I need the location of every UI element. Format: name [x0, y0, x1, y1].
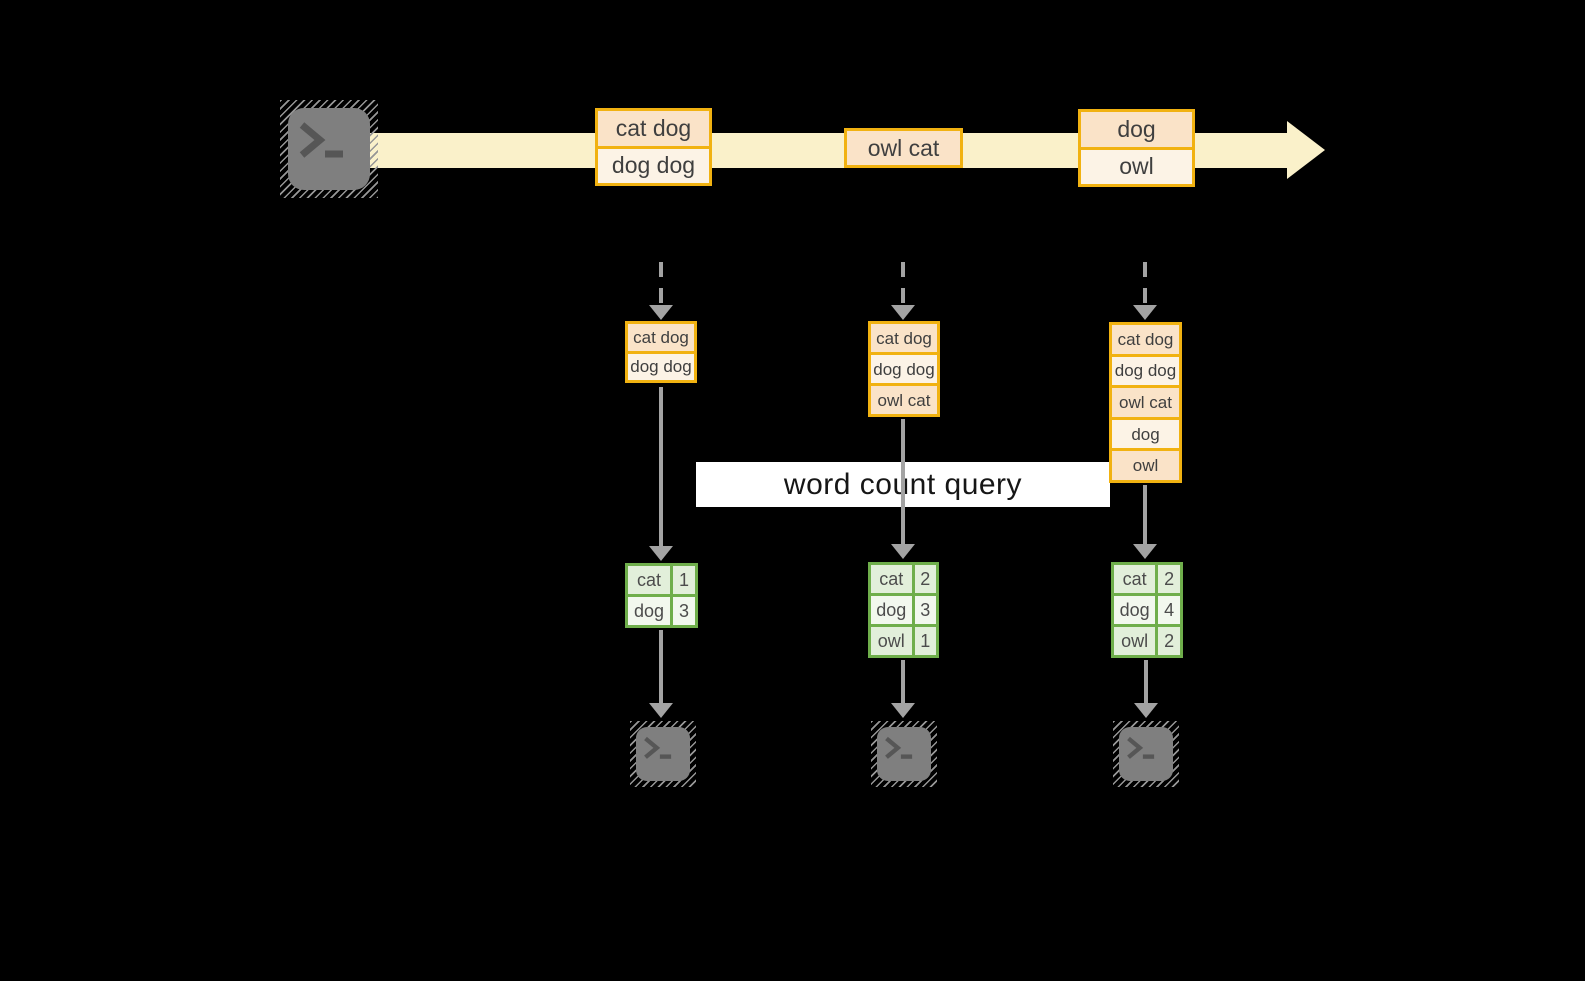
event-row: cat dog [598, 111, 709, 146]
arrowhead-icon [891, 305, 915, 320]
prompt-glyph-icon [1127, 736, 1155, 759]
state-row: dog [1112, 416, 1179, 449]
event-row: owl cat [847, 131, 960, 165]
word-cell: owl [1114, 627, 1156, 655]
terminal-body [636, 727, 690, 781]
arrowhead-icon [1133, 305, 1157, 320]
solid-arrow-table-to-sink-3 [1134, 660, 1158, 718]
sink-terminal-icon-3 [1113, 721, 1179, 787]
state-row: owl cat [871, 383, 937, 414]
sink-terminal-icon-1 [630, 721, 696, 787]
event-row: dog dog [598, 145, 709, 183]
word-cell: cat [1114, 565, 1156, 593]
count-cell: 3 [672, 597, 695, 625]
state-buffer-1: cat dog dog dog [625, 321, 697, 383]
arrow-line [659, 630, 663, 704]
arrow-line [659, 387, 663, 547]
state-row: dog dog [1112, 353, 1179, 386]
state-buffer-3: cat dog dog dog owl cat dog owl [1109, 322, 1182, 483]
solid-arrow-table-to-sink-1 [649, 630, 673, 718]
arrow-line [659, 262, 663, 306]
arrowhead-icon [649, 305, 673, 320]
word-cell: dog [1114, 596, 1156, 624]
terminal-body [877, 727, 931, 781]
arrow-line [1144, 660, 1148, 704]
solid-arrow-state-to-table-2 [891, 419, 915, 559]
count-cell: 2 [1158, 627, 1180, 655]
arrow-line [1143, 262, 1147, 306]
source-terminal-icon [280, 100, 378, 198]
terminal-body [1119, 727, 1173, 781]
event-row: owl [1081, 146, 1192, 184]
word-cell: dog [871, 596, 912, 624]
count-cell: 2 [914, 565, 936, 593]
count-cell: 4 [1158, 596, 1180, 624]
count-cell: 2 [1158, 565, 1180, 593]
word-cell: dog [628, 597, 670, 625]
state-buffer-2: cat dog dog dog owl cat [868, 321, 940, 417]
arrow-line [901, 262, 905, 306]
word-cell: cat [628, 566, 670, 594]
prompt-glyph-icon [299, 122, 343, 158]
stream-arrowhead-icon [1287, 121, 1325, 179]
count-table-1: cat 1 dog 3 [625, 563, 698, 628]
dashed-arrow-3 [1133, 262, 1157, 320]
count-table-3: cat 2 dog 4 owl 2 [1111, 562, 1183, 658]
state-row: dog dog [871, 352, 937, 383]
state-row: owl cat [1112, 385, 1179, 417]
arrow-line [901, 419, 905, 545]
arrow-line [901, 660, 905, 704]
stream-event-box-2: owl cat [844, 128, 963, 168]
arrowhead-icon [649, 703, 673, 718]
solid-arrow-state-to-table-1 [649, 387, 673, 561]
sink-terminal-icon-2 [871, 721, 937, 787]
stream-event-box-1: cat dog dog dog [595, 108, 712, 186]
prompt-glyph-icon [644, 736, 672, 759]
count-cell: 1 [914, 627, 936, 655]
count-cell: 3 [914, 596, 936, 624]
dashed-arrow-1 [649, 262, 673, 320]
arrow-line [1143, 485, 1147, 545]
state-row: cat dog [628, 324, 694, 351]
dashed-arrow-2 [891, 262, 915, 320]
arrowhead-icon [649, 546, 673, 561]
arrowhead-icon [891, 544, 915, 559]
word-cell: cat [871, 565, 912, 593]
count-cell: 1 [672, 566, 695, 594]
state-row: cat dog [871, 324, 937, 352]
stream-event-box-3: dog owl [1078, 109, 1195, 187]
arrowhead-icon [891, 703, 915, 718]
solid-arrow-table-to-sink-2 [891, 660, 915, 718]
state-row: cat dog [1112, 325, 1179, 354]
event-row: dog [1081, 112, 1192, 147]
word-cell: owl [871, 627, 912, 655]
prompt-glyph-icon [885, 736, 913, 759]
state-row: dog dog [628, 350, 694, 380]
arrowhead-icon [1133, 544, 1157, 559]
arrowhead-icon [1134, 703, 1158, 718]
state-row: owl [1112, 448, 1179, 480]
terminal-body [288, 108, 370, 190]
count-table-2: cat 2 dog 3 owl 1 [868, 562, 939, 658]
solid-arrow-state-to-table-3 [1133, 485, 1157, 559]
